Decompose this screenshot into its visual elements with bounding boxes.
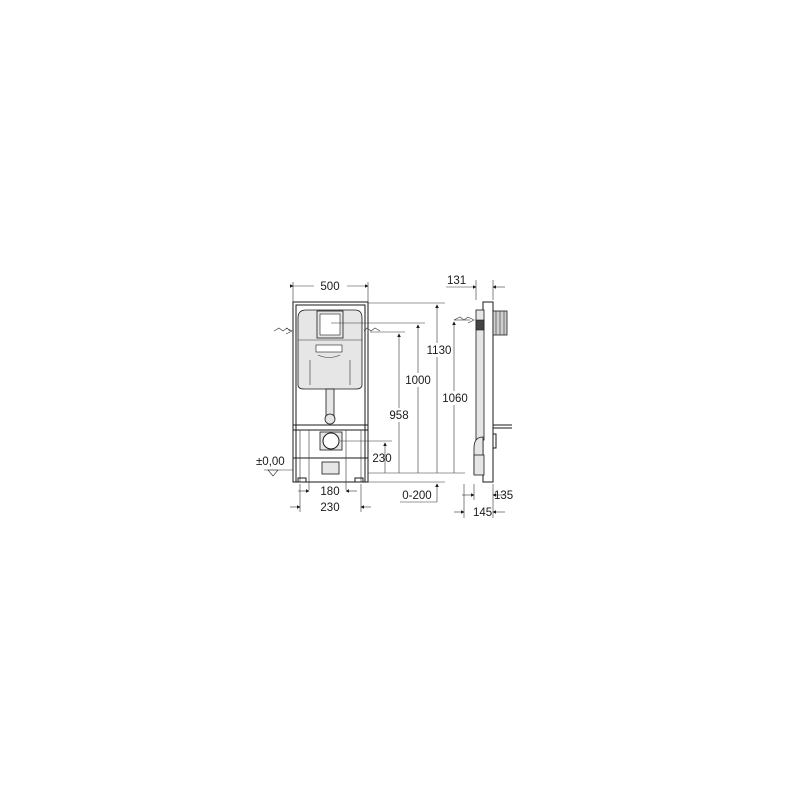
dimension-1130: 1130 xyxy=(426,304,452,473)
dimension-131: 131 xyxy=(446,275,505,300)
floor-level-marker: ±0,00 xyxy=(256,456,293,477)
dimension-1060: 1060 xyxy=(441,321,469,473)
label-145: 145 xyxy=(473,507,492,519)
dimension-230-width: 230 xyxy=(290,484,371,514)
dimension-0-200: 0-200 xyxy=(400,483,439,503)
cistern xyxy=(297,309,363,390)
label-floor-level: ±0,00 xyxy=(256,456,285,468)
label-1060: 1060 xyxy=(442,393,468,405)
side-view: 131 1060 135 145 xyxy=(441,275,513,519)
label-135: 135 xyxy=(494,490,513,502)
label-1000: 1000 xyxy=(405,375,431,387)
label-230-width: 230 xyxy=(320,502,339,514)
grohe-logo xyxy=(315,344,343,353)
dimension-180: 180 xyxy=(298,486,357,498)
label-958: 958 xyxy=(389,410,408,422)
dimension-500: 500 xyxy=(290,281,369,302)
dimension-1000: 1000 xyxy=(404,324,432,473)
frame xyxy=(292,301,369,490)
label-180: 180 xyxy=(320,486,339,498)
label-0-200: 0-200 xyxy=(402,490,431,502)
label-131: 131 xyxy=(447,275,466,287)
label-230-height: 230 xyxy=(372,453,391,465)
dimension-230-height: 230 xyxy=(372,442,392,473)
label-500: 500 xyxy=(320,281,339,293)
water-inlet-icons xyxy=(273,327,381,335)
dimension-958: 958 xyxy=(388,333,410,473)
dimension-145: 145 xyxy=(454,484,505,519)
label-1130: 1130 xyxy=(427,345,452,357)
side-frame xyxy=(473,301,512,483)
front-view: 500 1130 1000 958 230 ±0,00 xyxy=(256,281,465,514)
flush-pipe xyxy=(319,388,343,475)
